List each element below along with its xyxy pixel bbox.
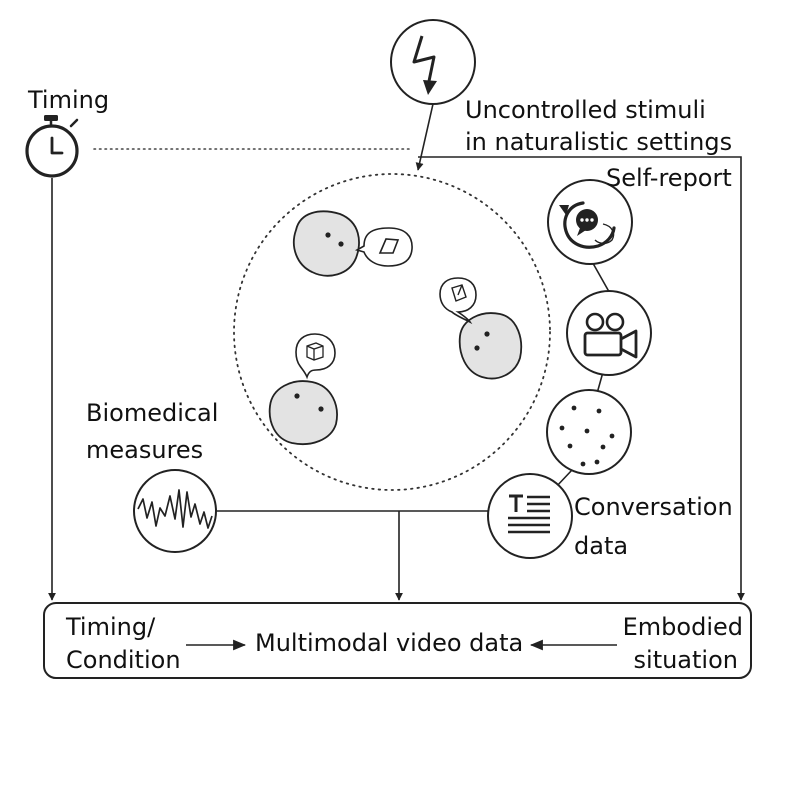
- multimodal-output-box: [43, 602, 752, 679]
- biomedical-label-line2: measures: [86, 436, 203, 464]
- agent-3: [268, 333, 338, 445]
- stimulus-arrow: [415, 103, 434, 171]
- timing-condition-label-line1: Timing/: [65, 613, 156, 641]
- self-report-label: Self-report: [606, 164, 732, 192]
- embodied-label-line2: situation: [634, 646, 738, 674]
- timing-condition-label-line2: Condition: [66, 646, 181, 674]
- social-group: [233, 173, 551, 491]
- speech-bubble-icon: [295, 333, 336, 380]
- text-document-icon: [487, 473, 573, 559]
- rotating-speech-bubble-icon: [547, 179, 633, 265]
- video-camera-icon: [566, 290, 652, 376]
- speech-bubble-icon: [354, 227, 413, 267]
- stimuli-label-line2: in naturalistic settings: [465, 128, 732, 156]
- stopwatch-icon: [25, 115, 79, 178]
- stimuli-label-line1: Uncontrolled stimuli: [465, 96, 706, 124]
- agent-2: [439, 277, 522, 380]
- biomedical-label-line1: Biomedical: [86, 399, 218, 427]
- embodied-label-line1: Embodied: [623, 613, 743, 641]
- conversation-label-line1: Conversation: [574, 493, 733, 521]
- stimulus-to-embodied-line: [418, 156, 745, 601]
- timing-label: Timing: [27, 86, 109, 114]
- scattered-dots-icon: [546, 389, 632, 475]
- agent-1: [292, 210, 413, 277]
- multimodal-video-label: Multimodal video data: [255, 629, 523, 657]
- biosignal-waveform-icon: [133, 469, 217, 553]
- conversation-label-line2: data: [574, 532, 628, 560]
- lightning-bolt-icon: [390, 19, 476, 105]
